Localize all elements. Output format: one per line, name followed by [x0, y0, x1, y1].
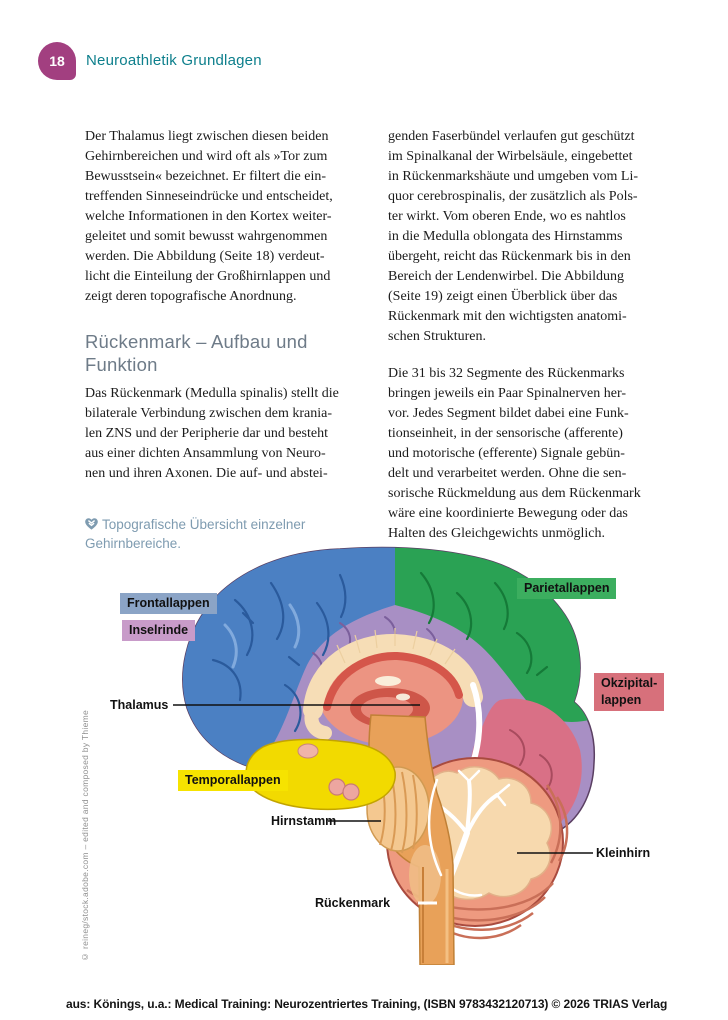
label-inselrinde: Inselrinde — [122, 620, 196, 641]
brain-figure: Frontallappen Inselrinde Parietallappen … — [85, 545, 665, 965]
label-kleinhirn: Kleinhirn — [596, 846, 651, 860]
label-temporallappen: Temporallappen — [178, 770, 288, 791]
text-column-left: Der Thalamus liegt zwischen diesen beide… — [85, 119, 377, 553]
paragraph-segmente: Die 31 bis 32 Segmente des Rückenmarks b… — [388, 366, 641, 541]
page-number-badge: 18 — [38, 42, 76, 80]
page-number: 18 — [49, 53, 65, 69]
figure-caption: Topografische Übersicht einzelner Gehirn… — [85, 515, 377, 553]
paragraph-rueckenmark: Das Rückenmark (Medulla spinalis) stellt… — [85, 386, 339, 481]
figure-caption-text: Topografische Übersicht einzelner Gehirn… — [85, 517, 306, 551]
label-parietallappen: Parietallappen — [517, 578, 617, 599]
label-rueckenmark: Rückenmark — [315, 896, 391, 910]
label-okzipitallappen: Okzipital- lappen — [594, 673, 665, 711]
section-heading: Rückenmark – Aufbau und Funktion — [85, 331, 308, 375]
text-column-right: genden Faserbündel verlaufen gut geschüt… — [388, 119, 680, 544]
header-title: Neuroathletik Grundlagen — [86, 52, 262, 69]
mammillary-body — [342, 783, 360, 801]
label-thalamus: Thalamus — [110, 698, 169, 712]
figure-marker-icon — [85, 518, 98, 530]
paragraph-thalamus: Der Thalamus liegt zwischen diesen beide… — [85, 129, 333, 304]
paragraph-faserbuendel: genden Faserbündel verlaufen gut geschüt… — [388, 129, 638, 344]
page-footer: aus: Könings, u.a.: Medical Training: Ne… — [66, 997, 668, 1011]
label-frontallappen: Frontallappen — [120, 593, 217, 614]
label-hirnstamm: Hirnstamm — [271, 814, 337, 828]
